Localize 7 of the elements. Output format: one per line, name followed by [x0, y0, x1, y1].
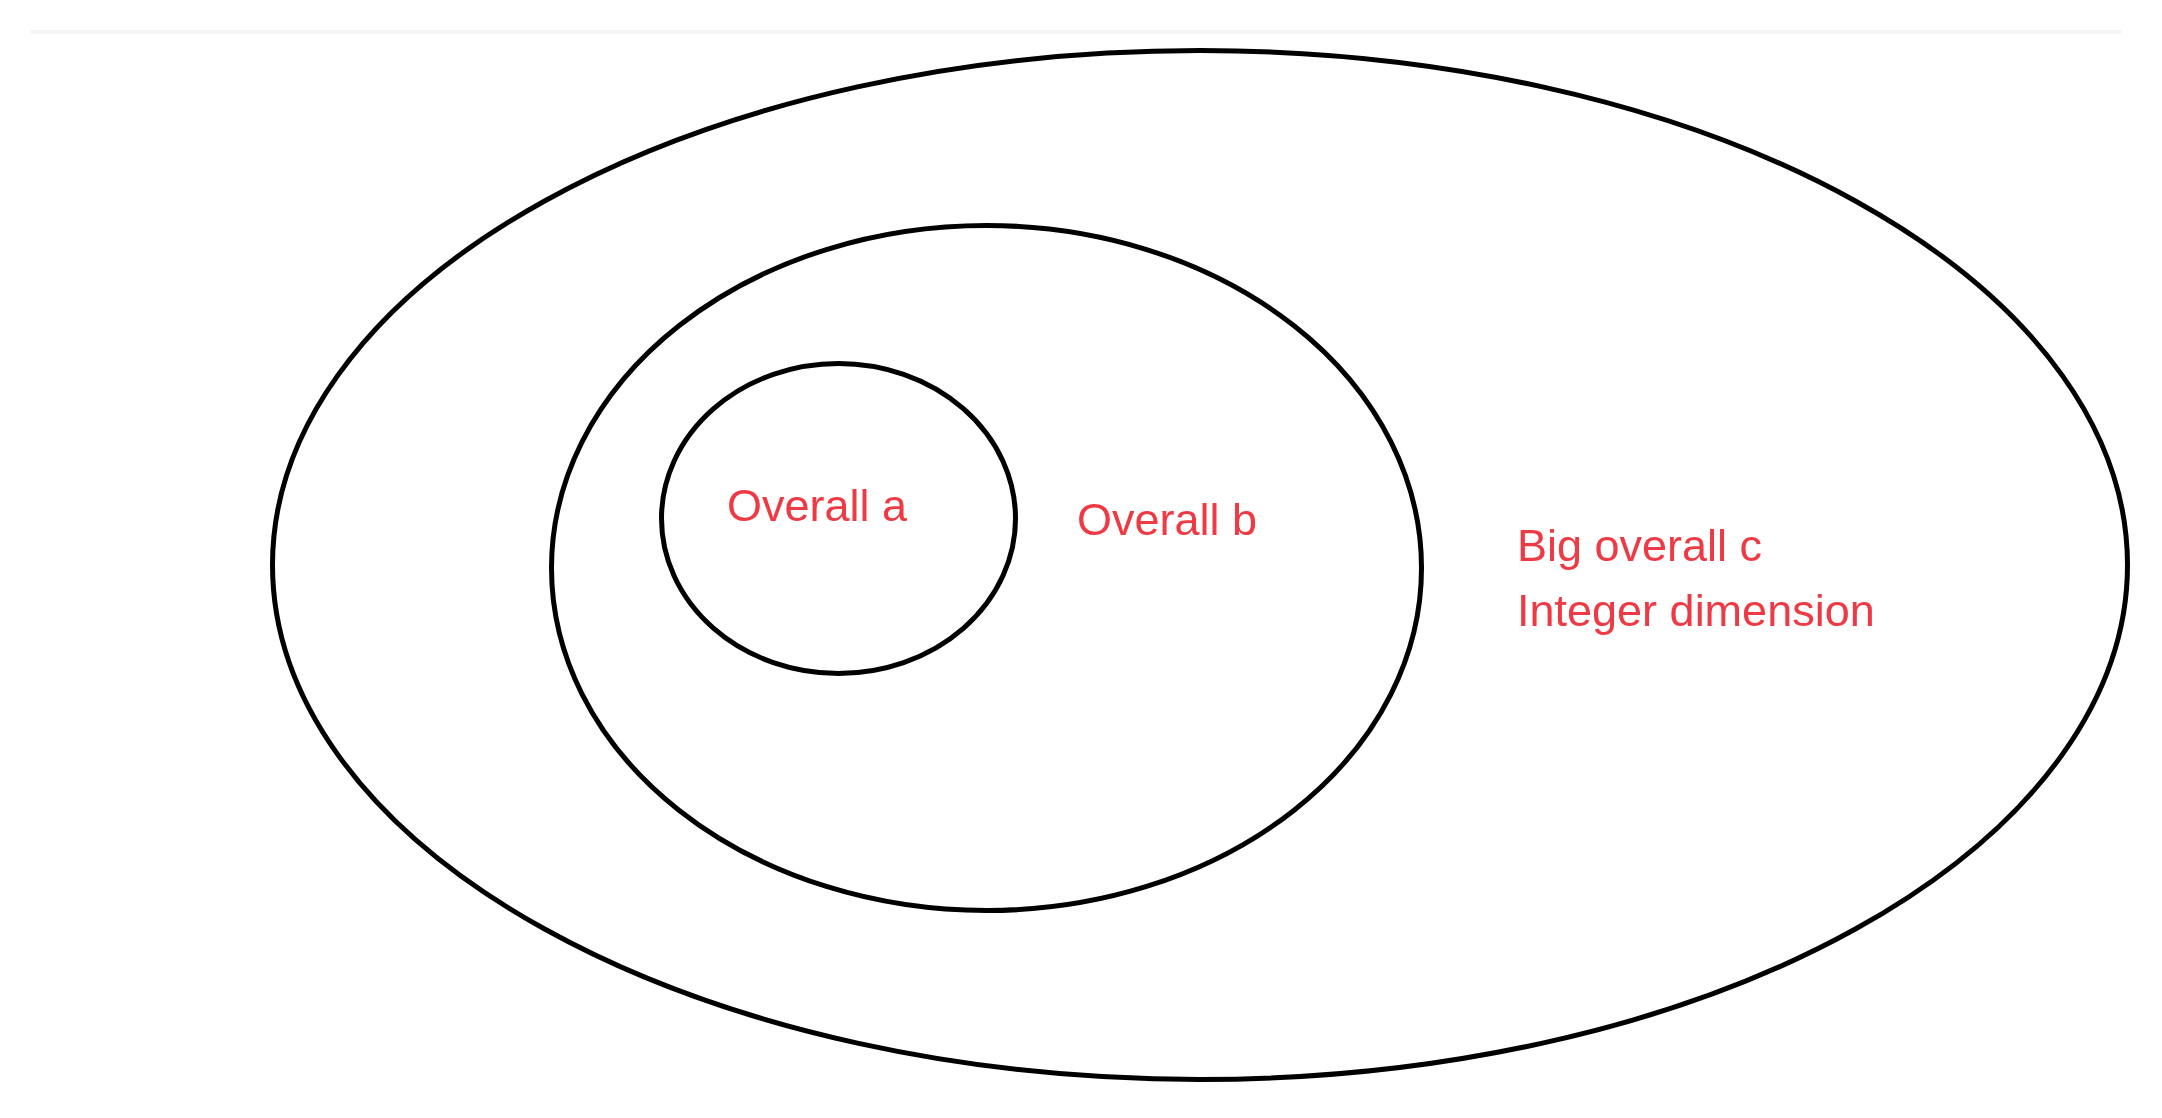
ellipse-region — [659, 361, 1018, 676]
ellipse-region — [270, 48, 2130, 1082]
region-label: Integer dimension — [1517, 586, 1875, 636]
ellipse-region — [549, 223, 1424, 913]
region-label: Overall b — [1077, 495, 1258, 545]
region-label: Big overall c — [1517, 521, 1763, 571]
region-label: Overall a — [727, 481, 908, 531]
